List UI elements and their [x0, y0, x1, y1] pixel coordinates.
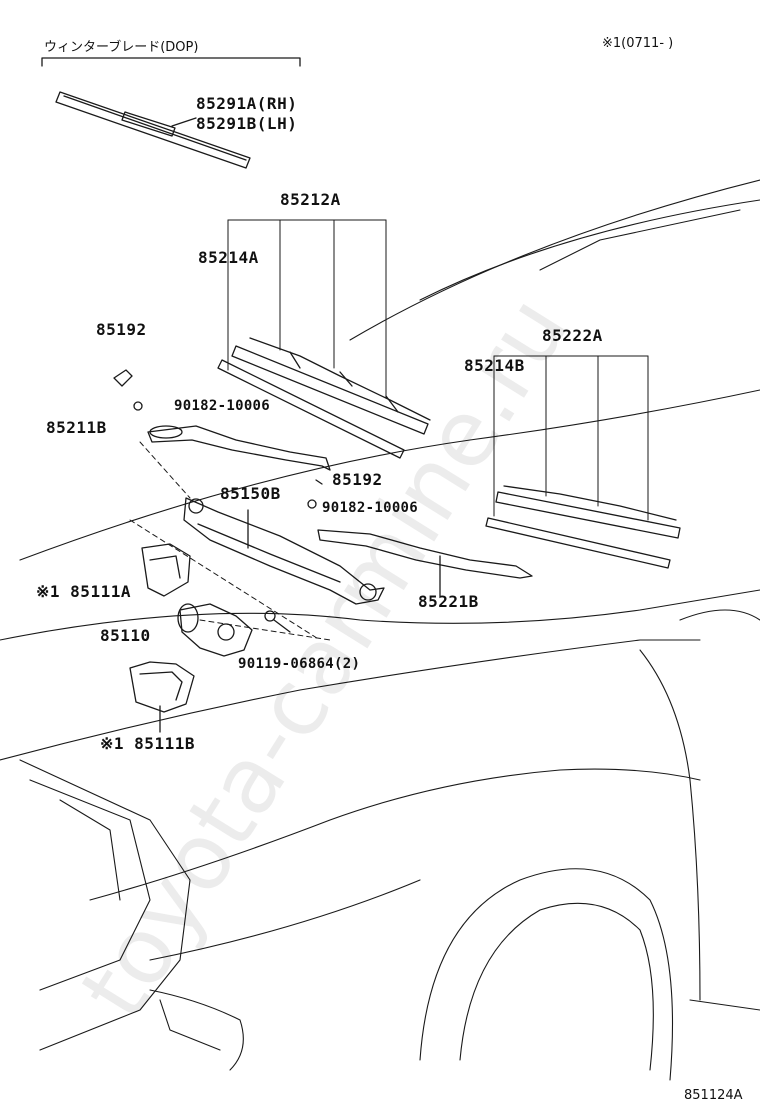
cover-b-drawing	[129, 661, 195, 733]
wiper-motor-drawing	[177, 603, 253, 657]
part-label-85222a[interactable]: 85222A	[542, 326, 603, 345]
part-label-85192-upper[interactable]: 85192	[96, 320, 147, 339]
part-label-85214a[interactable]: 85214A	[198, 248, 259, 267]
right-wiper-blade-drawing	[485, 485, 681, 569]
left-wiper-arm-drawing	[147, 425, 331, 471]
part-label-90182-upper[interactable]: 90182-10006	[174, 398, 271, 414]
winter-blade-drawing	[55, 91, 251, 169]
leaders-left-blade	[227, 219, 387, 399]
right-wiper-arm-drawing	[317, 529, 533, 597]
leaders-right-blade	[493, 355, 649, 521]
part-label-85111b[interactable]: ※1 85111B	[100, 734, 195, 753]
part-label-85221b[interactable]: 85221B	[418, 592, 479, 611]
part-label-90119[interactable]: 90119-06864(2)	[238, 656, 361, 672]
part-label-90182-lower[interactable]: 90182-10006	[322, 500, 419, 516]
figure-id: 851124A	[684, 1088, 743, 1103]
group-bracket	[41, 57, 301, 67]
dashed-guides	[129, 441, 331, 641]
applicability-note: ※1(0711- )	[602, 36, 674, 51]
cap-upper-drawing	[113, 369, 143, 411]
part-label-85214b[interactable]: 85214B	[464, 356, 525, 375]
part-label-85111a[interactable]: ※1 85111A	[36, 582, 131, 601]
part-label-85110[interactable]: 85110	[100, 626, 151, 645]
part-label-85291b[interactable]: 85291B(LH)	[196, 114, 298, 133]
group-title: ウィンターブレード(DOP)	[44, 40, 199, 55]
vehicle-body-outline	[0, 179, 760, 1081]
cover-a-drawing	[141, 543, 191, 597]
part-label-85291a[interactable]: 85291A(RH)	[196, 94, 298, 113]
wiper-linkage-drawing	[183, 479, 385, 605]
part-label-85192-lower[interactable]: 85192	[332, 470, 383, 489]
part-label-85150b[interactable]: 85150B	[220, 484, 281, 503]
bolt-drawing	[264, 610, 291, 633]
left-wiper-blade-drawing	[217, 337, 431, 459]
part-label-85211b[interactable]: 85211B	[46, 418, 107, 437]
part-label-85212a[interactable]: 85212A	[280, 190, 341, 209]
